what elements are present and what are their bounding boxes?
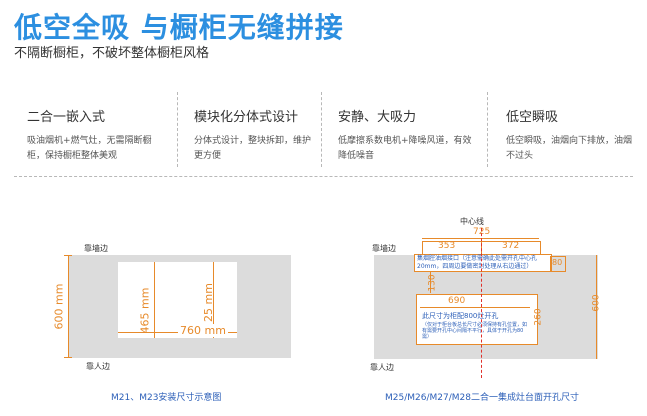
dim-760-label: 760 mm	[178, 324, 228, 337]
dim-690-line	[420, 307, 530, 308]
divider	[321, 92, 322, 167]
dim-80-box	[550, 256, 566, 272]
top-note-box	[414, 254, 552, 272]
feature-desc: 分体式设计，整块拆卸，维护更方便	[194, 136, 312, 161]
right-caption: M25/M26/M27/M28二合一集成灶台面开孔尺寸	[385, 393, 579, 403]
dim-353-label: 353	[438, 241, 456, 251]
dim-690-label: 690	[448, 296, 466, 306]
dim-130-line	[430, 271, 431, 293]
feature-title: 安静、大吸力	[338, 110, 417, 125]
right-diagram: 中心线 725 353 372 集烟腔油烟接口（注意需确此处需开孔中心孔20mm…	[330, 0, 647, 416]
dim-600-line	[596, 255, 597, 359]
dim-372-label: 372	[502, 241, 520, 251]
left-caption: M21、M23安装尺寸示意图	[111, 393, 222, 403]
person-side-label: 靠人边	[86, 362, 110, 371]
page-title: 低空全吸 与橱柜无缝拼接	[14, 11, 344, 44]
feature-1: 二合一嵌入式 吸油烟机+燃气灶，无需隔断橱柜，保持橱柜整体美观	[27, 106, 165, 164]
dim-130-label: 130	[427, 274, 438, 292]
dim-760-line	[118, 332, 237, 333]
dim-600-label: 600 mm	[52, 283, 66, 330]
dim-465-label: 465 mm	[138, 287, 152, 334]
person-side-label: 靠人边	[370, 363, 394, 372]
feature-desc: 低空瞬吸，油烟向下排放，油烟不过头	[506, 136, 633, 161]
dim-600-tick-top	[64, 255, 72, 256]
center-line	[481, 228, 482, 378]
dim-25-line	[213, 262, 214, 338]
feature-title: 模块化分体式设计	[194, 110, 299, 125]
wall-side-label: 靠墙边	[372, 244, 396, 253]
divider	[487, 92, 488, 167]
dim-260-line	[537, 294, 538, 343]
dim-80-label: 80	[552, 258, 563, 267]
divider	[177, 92, 178, 167]
dim-725-line	[422, 238, 539, 239]
page-subtitle: 不隔断橱柜，不破坏整体橱柜风格	[14, 46, 210, 61]
dim-600-line	[68, 255, 69, 358]
feature-2: 模块化分体式设计 分体式设计，整块拆卸，维护更方便	[194, 106, 316, 164]
center-line-label: 中心线	[460, 217, 484, 226]
feature-title: 二合一嵌入式	[27, 110, 106, 125]
cutout	[416, 294, 538, 345]
dim-600-tick-bottom	[64, 357, 72, 358]
left-diagram: 靠墙边 靠人边 600 mm 465 mm 25 mm 760 mm M21、M…	[52, 244, 291, 403]
dim-25-label: 25 mm	[201, 283, 215, 322]
feature-3: 安静、大吸力 低摩擦系数电机+降噪风道，有效降低噪音	[338, 106, 472, 164]
dim-465-line	[154, 262, 155, 338]
dim-260-label: 260	[533, 308, 544, 326]
hole-label: 此尺寸为柜配800灶开孔	[422, 312, 499, 320]
feature-4: 低空瞬吸 低空瞬吸，油烟向下排放，油烟不过头	[506, 106, 633, 164]
section-divider	[14, 176, 633, 177]
feature-desc: 吸油烟机+燃气灶，无需隔断橱柜，保持橱柜整体美观	[27, 136, 152, 161]
top-note: 集烟腔油烟接口（注意需确此处需开孔中心孔20mm，四周边要做密封处理从右边通过）	[417, 255, 538, 270]
wall-side-label: 靠墙边	[84, 244, 108, 253]
feature-desc: 低摩擦系数电机+降噪风道，有效降低噪音	[338, 136, 472, 161]
feature-title: 低空瞬吸	[506, 110, 559, 125]
hole-note: （仅对于柜台板总长尺寸必须保持有孔位置，如有需要开孔中心间隔不平行，具体于开孔为…	[422, 322, 528, 340]
dim-600-label: 600	[591, 294, 602, 312]
